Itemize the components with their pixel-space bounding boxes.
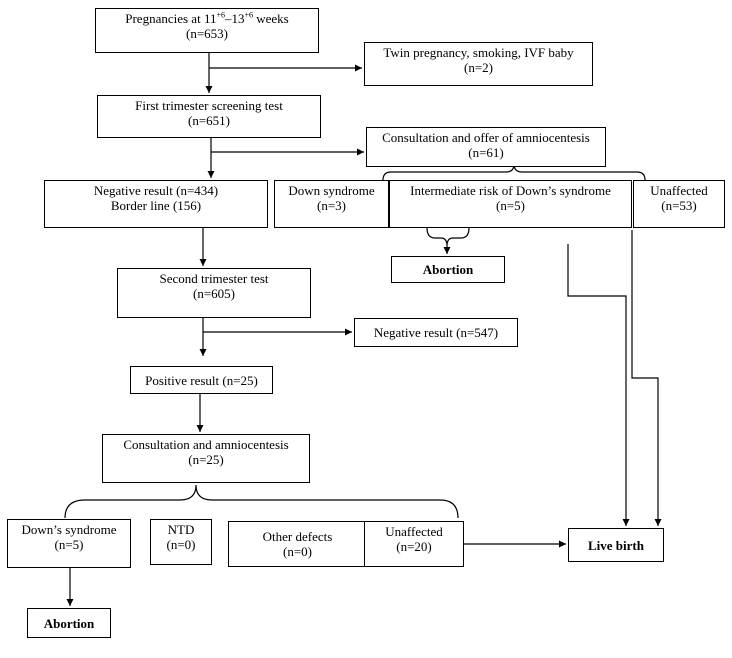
node-abortion-1: Abortion <box>391 256 505 283</box>
node-other-defects: Other defects (n=0) <box>228 521 367 567</box>
node-consult-1: Consultation and offer of amniocentesis … <box>366 127 606 167</box>
node-first-trimester: First trimester screening test (n=651) <box>97 95 321 138</box>
node-intermediate-risk: Intermediate risk of Down’s syndrome (n=… <box>389 180 632 228</box>
node-negative-2: Negative result (n=547) <box>354 318 518 347</box>
node-consult-2: Consultation and amniocentesis (n=25) <box>102 434 310 483</box>
node-pregnancies-line1: Pregnancies at 11+6–13+6 weeks <box>125 10 289 26</box>
node-second-trimester: Second trimester test (n=605) <box>117 268 311 318</box>
node-abortion-2: Abortion <box>27 608 111 638</box>
arrow-unaffected-1-to-live-birth <box>631 230 662 526</box>
node-unaffected-1: Unaffected (n=53) <box>633 180 725 228</box>
node-excluded: Twin pregnancy, smoking, IVF baby (n=2) <box>364 42 593 86</box>
node-negative-border: Negative result (n=434) Border line (156… <box>44 180 268 228</box>
node-pregnancies: Pregnancies at 11+6–13+6 weeks (n=653) <box>95 8 319 53</box>
node-unaffected-2: Unaffected (n=20) <box>364 521 464 567</box>
node-live-birth: Live birth <box>568 528 664 562</box>
node-positive: Positive result (n=25) <box>130 366 273 394</box>
node-pregnancies-line2: (n=653) <box>186 26 228 41</box>
brace-intermediate <box>426 227 470 247</box>
brace-consult-2 <box>64 484 459 519</box>
node-down-1: Down syndrome (n=3) <box>274 180 389 228</box>
node-ntd: NTD (n=0) <box>150 519 212 565</box>
arrow-intermediate-to-live-birth <box>567 244 630 526</box>
node-down-2: Down’s syndrome (n=5) <box>7 519 131 568</box>
